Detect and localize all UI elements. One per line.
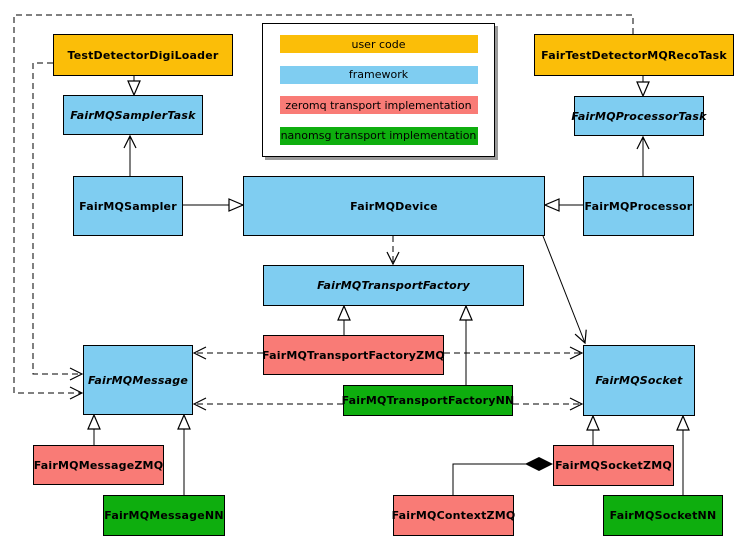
node-fairmqsocketnn: FairMQSocketNN	[603, 495, 723, 536]
edge-dep-digiloader-message	[32, 62, 82, 374]
edge-dep-recotask-message	[13, 14, 634, 393]
node-fairmqtransportfactorynn: FairMQTransportFactoryNN	[342, 385, 514, 416]
node-fairmqprocessor: FairMQProcessor	[583, 176, 694, 236]
node-fairmqsamplertask: FairMQSamplerTask	[63, 95, 203, 135]
node-fairmqmessagezmq: FairMQMessageZMQ	[33, 445, 164, 485]
legend-item-nanomsg: nanomsg transport implementation	[279, 126, 478, 145]
node-fairmqdevice: FairMQDevice	[243, 176, 545, 236]
node-testdetectordigiloader: TestDetectorDigiLoader	[53, 34, 233, 76]
node-fairmqtransportfactoryzmq: FairMQTransportFactoryZMQ	[262, 335, 445, 375]
node-fairmqsocket: FairMQSocket	[583, 345, 695, 416]
node-fairmqtransportfactory: FairMQTransportFactory	[263, 265, 524, 306]
node-fairmqmessagenn: FairMQMessageNN	[103, 495, 225, 536]
node-fairtestdetectormqrecotask: FairTestDetectorMQRecoTask	[534, 34, 734, 76]
legend-item-zeromq: zeromq transport implementation	[279, 96, 478, 115]
edge-comp-contextzmq-socketzmq	[452, 464, 552, 495]
legend-item-user-code: user code	[279, 35, 478, 53]
legend: user code framework zeromq transport imp…	[262, 23, 495, 157]
node-fairmqmessage: FairMQMessage	[83, 345, 193, 415]
edge-assoc-device-socket	[542, 235, 585, 343]
node-fairmqsocketzmq: FairMQSocketZMQ	[553, 445, 674, 486]
node-fairmqprocessortask: FairMQProcessorTask	[571, 96, 706, 136]
node-fairmqcontextzmq: FairMQContextZMQ	[392, 495, 515, 536]
node-fairmqsampler: FairMQSampler	[73, 176, 183, 236]
legend-item-framework: framework	[279, 65, 478, 84]
